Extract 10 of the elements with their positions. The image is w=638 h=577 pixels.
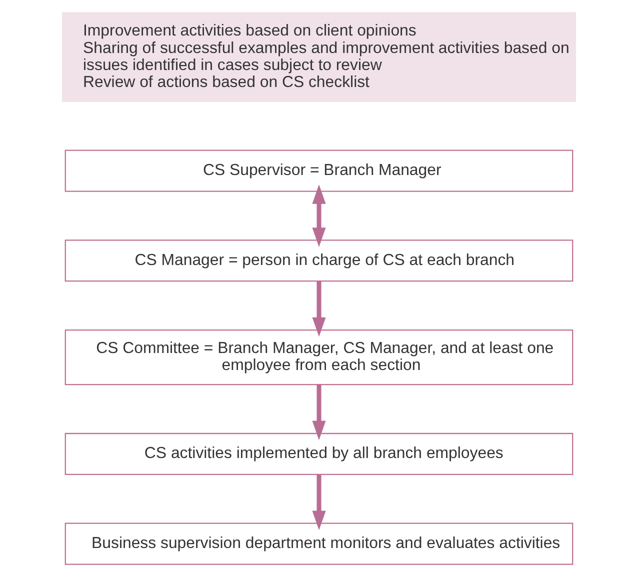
node-box: CS Committee = Branch Manager, CS Manager, and at least one employee from each section	[64, 329, 574, 386]
arrow	[312, 184, 326, 248]
node-box: CS Supervisor = Branch Manager	[64, 150, 574, 192]
arrow	[312, 474, 326, 530]
node-box: CS Manager = person in charge of CS at each branch	[64, 240, 574, 282]
arrow	[312, 281, 326, 337]
arrow	[312, 384, 326, 440]
node-box: CS activities implemented by all branch employees	[64, 432, 574, 475]
node-box: Business supervision department monitors and evaluates activities	[64, 522, 574, 565]
node-box: Improvement activities based on client opinions Sharing of successful examples and improvement activities based on issues identified in cases subject to review Review of actions based on CS checklist	[62, 12, 576, 102]
